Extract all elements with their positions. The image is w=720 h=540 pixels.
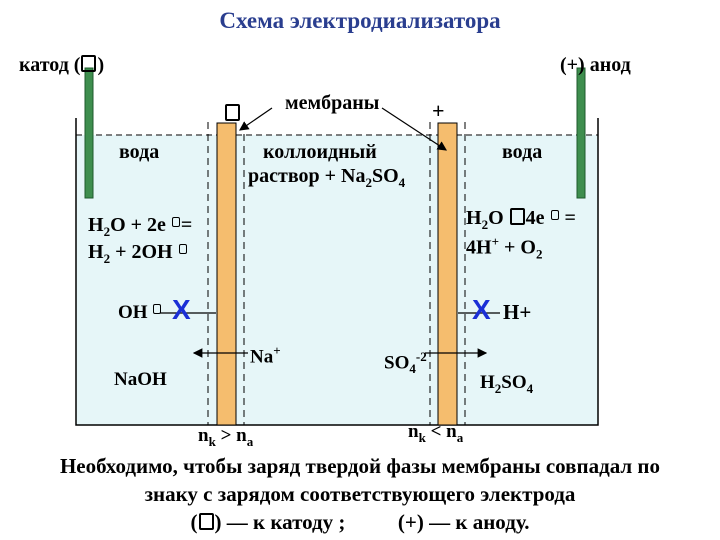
- lc-k: k: [208, 433, 216, 449]
- naoh-label: NaOH: [114, 369, 167, 390]
- anode-reaction-line1: H2O 4e =: [466, 207, 576, 233]
- anode-label: (+) анод: [560, 54, 631, 76]
- ar2-o: + O: [503, 236, 536, 259]
- so4-charge: -2: [415, 349, 427, 364]
- anode-minus-box-icon: [509, 208, 525, 225]
- anode-electrode: [576, 67, 586, 199]
- membrane-minus-box-icon: [225, 104, 240, 121]
- lc-n: n: [198, 425, 209, 446]
- so4-sub: 4: [409, 361, 416, 377]
- colloid-label-line1: коллоидный: [263, 141, 377, 163]
- oh-charge-box-icon: [153, 304, 162, 314]
- ar1-sub: 2: [481, 217, 489, 232]
- so4-text: SO: [384, 352, 410, 374]
- footer-l3-anode: (+) — к аноду.: [397, 510, 530, 534]
- r1-sub: 2: [103, 224, 111, 239]
- h2so4-so: SO: [501, 372, 527, 393]
- cathode-reaction-line1: H2O + 2e =: [88, 214, 192, 240]
- na-charge: +: [273, 343, 281, 358]
- right-condition: nk < na: [408, 421, 463, 446]
- x-blocked-icon-left: X: [172, 294, 191, 325]
- oh-text: OH: [118, 302, 148, 323]
- so4-ion-label: SO4-2: [384, 349, 427, 377]
- colloid-label-line2: раствор + Na2SO4: [248, 165, 405, 191]
- h-ion-label: H+: [503, 300, 532, 324]
- solution-area: [76, 135, 598, 425]
- h2so4-h: H: [480, 372, 495, 393]
- x-blocked-icon-right: X: [472, 294, 491, 325]
- footer-l3-cathode: ) — к катоду ;: [214, 510, 346, 534]
- lc-a: a: [246, 433, 254, 449]
- ar1-4e: 4e: [525, 207, 545, 229]
- ar2-sub: 2: [535, 246, 543, 262]
- colloid-l2-b: SO: [371, 165, 399, 187]
- footer-line2: знаку с зарядом соответствующего электро…: [144, 482, 576, 506]
- cathode-label: катод (): [19, 54, 104, 77]
- electron-charge-box-icon: [171, 217, 180, 227]
- membrane-arrow-right: [381, 107, 448, 151]
- r2-h: H: [88, 241, 104, 263]
- cathode-reaction-line2: H2 + 2OH: [88, 241, 188, 267]
- colloid-l2-a: раствор + Na: [248, 165, 366, 187]
- h2so4-sub1: 2: [494, 380, 502, 396]
- colloid-l2-sub1: 2: [365, 175, 372, 190]
- membrane-arrow-left: [239, 107, 273, 131]
- rc-a: a: [456, 429, 464, 445]
- lc-rel: > n: [215, 425, 247, 446]
- membrane-plus-label: +: [432, 98, 445, 123]
- footer-l3-open: (: [190, 510, 198, 534]
- r2-sub: 2: [103, 251, 111, 266]
- ar1-eq: =: [564, 207, 576, 229]
- membranes-label: мембраны: [285, 92, 380, 114]
- minus-placeholder-box-icon: [81, 55, 97, 72]
- hydroxide-charge-box-icon: [178, 244, 187, 254]
- footer-minus-box-icon: [198, 513, 214, 530]
- na-ion-label: Na+: [250, 343, 281, 368]
- cathode-label-text: катод (: [19, 54, 81, 76]
- r1-eq: =: [180, 214, 193, 236]
- footer-line1: Необходимо, чтобы заряд твердой фазы мем…: [59, 454, 661, 478]
- right-membrane: [437, 122, 458, 426]
- rc-n: n: [408, 421, 419, 442]
- colloid-l2-sub2: 4: [398, 175, 406, 190]
- anode-reaction-line2: 4H+ + O2: [466, 234, 542, 263]
- h2so4-sub2: 4: [526, 380, 534, 396]
- footer-line3: ( ) — к катоду ; (+) — к аноду.: [0, 508, 720, 536]
- h2so4-label: H2SO4: [480, 372, 533, 397]
- left-condition: nk > na: [198, 425, 253, 450]
- right-water-label: вода: [502, 141, 543, 163]
- left-water-label: вода: [119, 141, 160, 163]
- na-text: Na: [250, 346, 274, 368]
- tank-wall: [75, 118, 599, 426]
- rc-rel: < n: [425, 421, 457, 442]
- ar2-sup: +: [491, 234, 499, 249]
- electron-charge-box-icon-right: [550, 210, 559, 220]
- ar1-h: H: [466, 207, 482, 229]
- left-membrane: [216, 122, 237, 426]
- rc-k: k: [418, 429, 426, 445]
- ar2-4h: 4H: [466, 236, 492, 259]
- r2-rest: + 2OH: [115, 241, 173, 263]
- diagram-title: Схема электродиализатора: [219, 8, 501, 33]
- ar1-o: O: [488, 207, 504, 229]
- r1-h: H: [88, 214, 104, 236]
- cathode-label-close: ): [97, 54, 105, 76]
- cathode-electrode: [84, 67, 94, 199]
- oh-ion-label: OH: [118, 302, 162, 324]
- r1-rest: O + 2e: [110, 214, 166, 236]
